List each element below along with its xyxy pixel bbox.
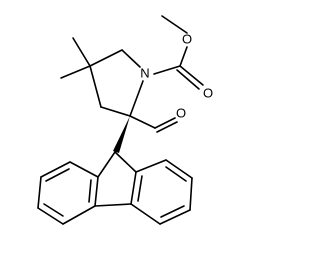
- bond-c9-c9a: [97, 151, 116, 178]
- bond-right-2: [165, 159, 193, 179]
- bond-left-1: [69, 161, 99, 178]
- bond-left-inner-c: [88, 179, 92, 203]
- bond-right-6: [130, 171, 137, 205]
- bond-c-stereo-n: [129, 80, 144, 117]
- bond-cho-o-a: [154, 117, 176, 129]
- atom-o-carbonyl: O: [203, 85, 213, 100]
- wedge-bond: [113, 116, 130, 153]
- bond-left-inner-b: [43, 203, 64, 217]
- structure-diagram: O O N O: [37, 15, 214, 225]
- bond-right-1: [135, 159, 167, 173]
- bond-left-2: [40, 161, 71, 178]
- bond-cho-o-b: [156, 121, 178, 133]
- bond-right-inner-b: [160, 205, 185, 218]
- bond-right-4: [159, 209, 191, 225]
- bond-c9-c8a: [114, 151, 137, 173]
- bond-cq-methyl-1: [72, 37, 91, 67]
- atom-n-ring: N: [140, 65, 149, 80]
- bond-ch2-cq: [89, 49, 123, 67]
- bond-right-inner-a: [165, 166, 187, 182]
- atom-o-aldehyde: O: [176, 105, 186, 120]
- molecule-drawing: O O N O: [37, 15, 213, 225]
- bond-methyl-o: [161, 15, 188, 34]
- bond-o-ester-c: [179, 46, 188, 67]
- bond-ch2-c-stereo: [100, 106, 131, 117]
- bond-left-4: [37, 207, 64, 225]
- atom-o-ether: O: [182, 31, 192, 46]
- bond-left-inner-a: [45, 168, 70, 182]
- bond-right-inner-c: [137, 175, 143, 202]
- bond-right-5: [130, 203, 161, 225]
- bond-n-ch2: [121, 49, 141, 68]
- bond-cq-ch2: [89, 65, 102, 108]
- bond-cq-methyl-2: [60, 65, 91, 79]
- bond-left-3: [37, 176, 42, 209]
- bond-ester-c-o-double-b: [176, 69, 200, 90]
- bond-left-5: [62, 205, 96, 225]
- bond-right-3: [189, 177, 193, 211]
- bond-c-stereo-cho: [129, 115, 156, 129]
- bond-left-6: [94, 176, 99, 207]
- bond-c4a-c4b: [94, 203, 132, 207]
- bond-ester-c-o-double-a: [179, 65, 204, 86]
- bond-ester-c-n: [153, 65, 181, 75]
